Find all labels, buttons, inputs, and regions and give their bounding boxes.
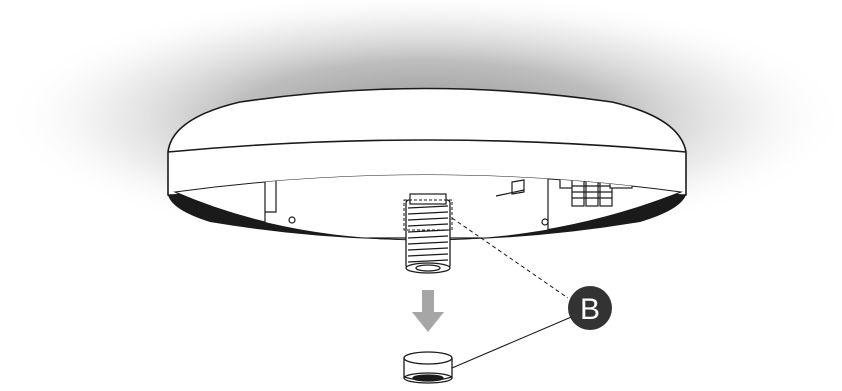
dashed-leader-line [451, 217, 569, 299]
down-arrow-icon [412, 290, 444, 332]
callout-b: B [568, 286, 612, 330]
screw-hole-icon [288, 216, 296, 224]
device-housing [167, 87, 687, 196]
threaded-connector [405, 199, 451, 274]
solid-leader-line [451, 314, 577, 369]
protective-cap [403, 351, 453, 384]
callout-label: B [580, 293, 600, 326]
screw-hole-icon [541, 218, 549, 226]
cap-location-highlight [403, 199, 453, 231]
connector-stem [409, 193, 447, 205]
